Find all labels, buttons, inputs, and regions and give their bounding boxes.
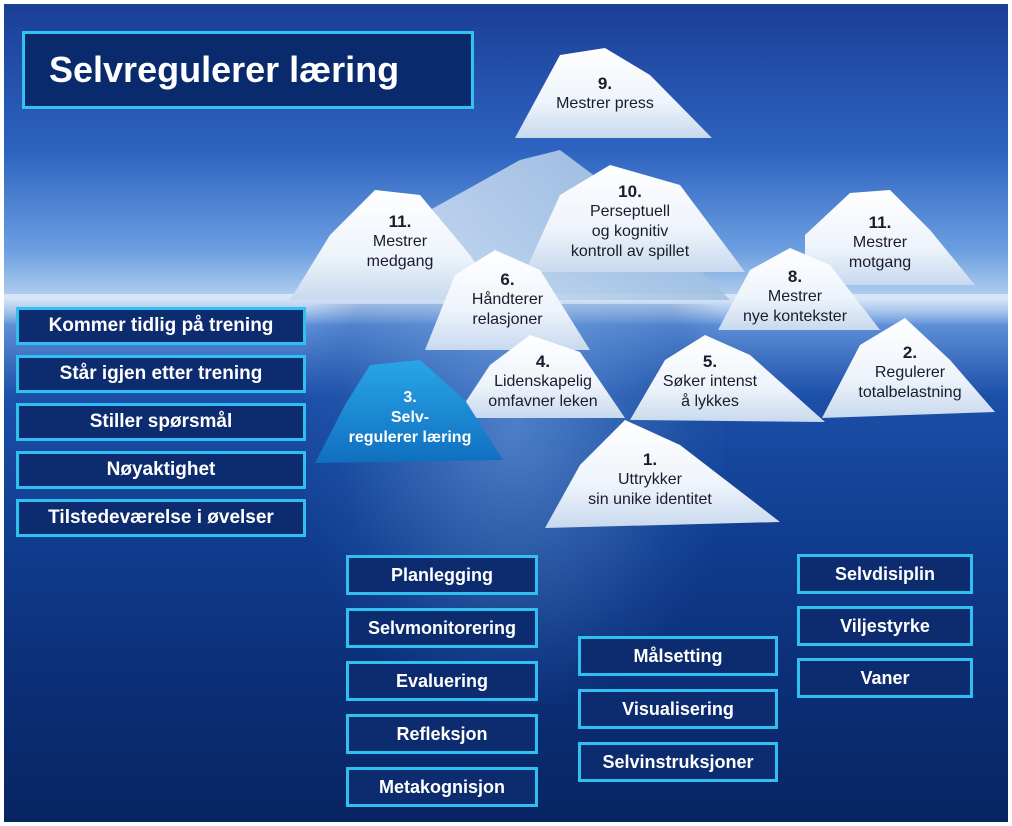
- peak-4-shape: [455, 335, 625, 418]
- peak-text: Mestrer: [852, 234, 908, 251]
- peak-3-label: 3. Selv- regulerer læring: [335, 388, 485, 448]
- skill-box: Visualisering: [578, 689, 778, 729]
- peak-text: Mestrer: [372, 233, 428, 250]
- peak-11b-shape: [805, 190, 975, 285]
- peak-text: kontroll av spillet: [570, 243, 690, 260]
- peak-text: nye kontekster: [742, 308, 848, 325]
- peak-2-label: 2. Regulerer totalbelastning: [835, 343, 985, 403]
- peak-number: 11.: [388, 212, 412, 231]
- skill-box: Evaluering: [346, 661, 538, 701]
- peak-number: 8.: [787, 267, 803, 286]
- peak-text: Mestrer: [767, 288, 823, 305]
- peak-text: Søker intenst: [662, 373, 758, 390]
- peak-6-label: 6. Håndterer relasjoner: [455, 270, 560, 330]
- peak-text: Mestrer press: [556, 95, 654, 112]
- peak-number: 3.: [403, 389, 417, 406]
- peak-number: 1.: [642, 450, 658, 469]
- peak-5-label: 5. Søker intenst å lykkes: [640, 352, 780, 412]
- peak-8-shape: [718, 248, 880, 330]
- peak-number: 11.: [868, 213, 892, 232]
- behaviour-item: Stiller spørsmål: [16, 403, 306, 441]
- peak-11b-label: 11. Mestrer motgang: [825, 213, 935, 273]
- peak-text: Selv-: [390, 409, 430, 426]
- peak-text: Uttrykker: [618, 471, 682, 488]
- behaviour-item: Står igjen etter trening: [16, 355, 306, 393]
- peak-11a-shape: [290, 190, 500, 300]
- peak-text: og kognitiv: [591, 223, 669, 240]
- peak-text: totalbelastning: [858, 384, 962, 401]
- peak-10-label: 10. Perseptuell og kognitiv kontroll av …: [535, 182, 725, 262]
- peak-number: 2.: [902, 343, 918, 362]
- peak-text: sin unike identitet: [588, 491, 712, 508]
- peak-number: 4.: [535, 352, 551, 371]
- peak-text: relasjoner: [472, 311, 543, 328]
- peak-2-shape: [822, 318, 995, 418]
- peak-number: 6.: [500, 270, 515, 289]
- skill-box: Selvmonitorering: [346, 608, 538, 648]
- skill-box: Refleksjon: [346, 714, 538, 754]
- skill-box: Planlegging: [346, 555, 538, 595]
- peak-text: regulerer læring: [348, 429, 472, 446]
- behaviour-item: Tilstedeværelse i øvelser: [16, 499, 306, 537]
- peak-5-shape: [630, 335, 825, 422]
- skill-box: Målsetting: [578, 636, 778, 676]
- peak-3-shape: [315, 360, 503, 463]
- peak-10-shape: [525, 165, 745, 272]
- skill-box: Vaner: [797, 658, 973, 698]
- peak-number: 9.: [597, 74, 613, 93]
- peak-text: Perseptuell: [589, 203, 671, 220]
- peak-4-label: 4. Lidenskapelig omfavner leken: [468, 352, 618, 412]
- peak-1-shape: [545, 420, 780, 528]
- peak-8-label: 8. Mestrer nye kontekster: [725, 267, 865, 327]
- peak-number: 5.: [702, 352, 718, 371]
- peak-number: 10.: [618, 182, 642, 201]
- peak-text: motgang: [848, 254, 912, 271]
- behaviour-item: Kommer tidlig på trening: [16, 307, 306, 345]
- peak-1-label: 1. Uttrykker sin unike identitet: [565, 450, 735, 510]
- peak-text: medgang: [366, 253, 434, 270]
- behaviour-item: Nøyaktighet: [16, 451, 306, 489]
- peak-text: Håndterer: [471, 291, 544, 308]
- skill-box: Viljestyrke: [797, 606, 973, 646]
- peak-text: Lidenskapelig: [494, 373, 592, 390]
- skill-box: Selvinstruksjoner: [578, 742, 778, 782]
- peak-9-shape: [515, 48, 712, 138]
- skill-box: Metakognisjon: [346, 767, 538, 807]
- peak-6-shape: [425, 250, 590, 350]
- diagram-title: Selvregulerer læring: [22, 31, 474, 109]
- peak-text: å lykkes: [681, 393, 739, 410]
- skill-box: Selvdisiplin: [797, 554, 973, 594]
- peak-11a-label: 11. Mestrer medgang: [345, 212, 455, 272]
- peak-text: Regulerer: [874, 364, 946, 381]
- peak-9-label: 9. Mestrer press: [530, 74, 680, 114]
- peak-text: omfavner leken: [488, 393, 598, 410]
